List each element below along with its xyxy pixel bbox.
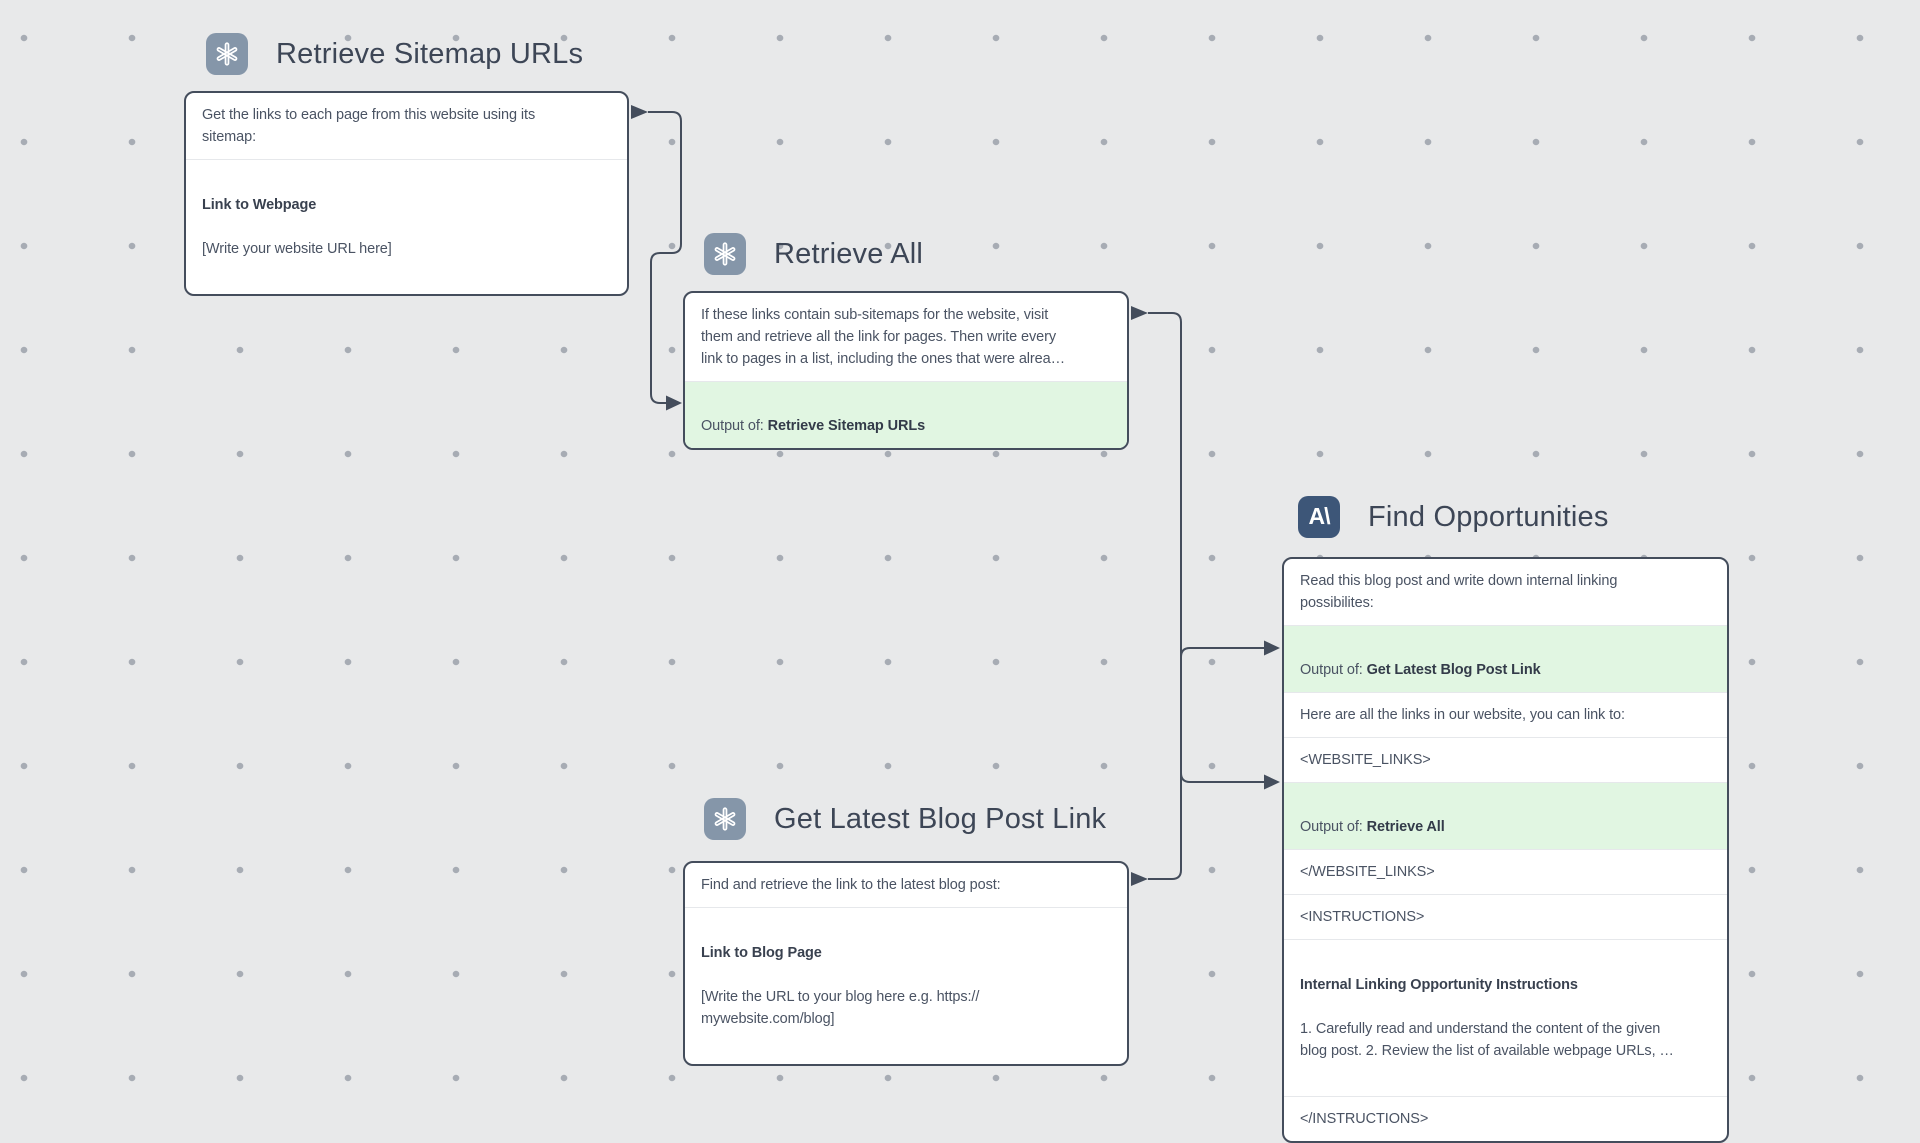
prompt-text-row[interactable]: If these links contain sub-sitemaps for … (701, 307, 1065, 367)
node-title[interactable]: Find Opportunities (1368, 500, 1609, 533)
node-header-get-latest-blog-post-link[interactable]: Get Latest Blog Post Link (704, 798, 1106, 840)
instructions-preview[interactable]: 1. Carefully read and understand the con… (1300, 1021, 1674, 1059)
prompt-text-row[interactable]: Read this blog post and write down inter… (1300, 573, 1618, 611)
connector-output-arrow-retrieve-sitemap (631, 105, 648, 119)
output-source-name: Retrieve All (1366, 819, 1445, 835)
input-field-row[interactable]: Link to Webpage [Write your website URL … (186, 159, 627, 294)
openai-logo-icon (206, 33, 248, 75)
node-card-retrieve-all[interactable]: If these links contain sub-sitemaps for … (683, 291, 1129, 450)
output-prefix: Output of: (701, 418, 768, 434)
node-card-get-latest-blog-post-link[interactable]: Find and retrieve the link to the latest… (683, 861, 1129, 1066)
field-label: Link to Webpage (202, 197, 317, 213)
field-placeholder-value[interactable]: [Write the URL to your blog here e.g. ht… (701, 989, 980, 1027)
prompt-text-row[interactable]: Find and retrieve the link to the latest… (701, 877, 1001, 893)
connector-retrieve-sitemap-to-retrieve-all (648, 111, 682, 404)
output-prefix: Output of: (1300, 819, 1367, 835)
field-label: Link to Blog Page (701, 945, 822, 961)
connector-input-arrow-find-opportunities-retrieve-all (1264, 774, 1280, 790)
node-title[interactable]: Get Latest Blog Post Link (774, 802, 1107, 835)
prompt-text-row[interactable]: </INSTRUCTIONS> (1284, 1096, 1727, 1141)
node-card-find-opportunities[interactable]: Read this blog post and write down inter… (1282, 557, 1729, 1143)
connector-input-arrow-find-opportunities-get-latest (1264, 640, 1280, 656)
output-source-name: Get Latest Blog Post Link (1366, 662, 1541, 678)
prompt-text-row[interactable]: <INSTRUCTIONS> (1284, 894, 1727, 939)
node-title[interactable]: Retrieve All (774, 237, 924, 270)
prompt-text-row[interactable]: Here are all the links in our website, y… (1284, 692, 1727, 737)
node-header-retrieve-sitemap-urls[interactable]: Retrieve Sitemap URLs (206, 33, 583, 75)
instructions-block-row[interactable]: Internal Linking Opportunity Instruction… (1284, 939, 1727, 1096)
node-header-find-opportunities[interactable]: A\ Find Opportunities (1298, 496, 1609, 538)
connector-get-latest-to-find-opportunities (1148, 647, 1264, 880)
instructions-title: Internal Linking Opportunity Instruction… (1300, 977, 1578, 993)
openai-logo-icon (704, 233, 746, 275)
connector-output-arrow-retrieve-all (1131, 306, 1148, 320)
node-header-retrieve-all[interactable]: Retrieve All (704, 233, 923, 275)
input-field-row[interactable]: Link to Blog Page [Write the URL to your… (685, 907, 1127, 1064)
anthropic-logo-icon: A\ (1298, 496, 1340, 538)
openai-logo-icon (704, 798, 746, 840)
output-source-name: Retrieve Sitemap URLs (767, 418, 926, 434)
prompt-text-row[interactable]: Get the links to each page from this web… (202, 107, 536, 145)
output-reference-row[interactable]: Output of: Retrieve All (1284, 782, 1727, 849)
connector-output-arrow-get-latest (1131, 872, 1148, 886)
output-prefix: Output of: (1300, 662, 1367, 678)
prompt-text-row[interactable]: </WEBSITE_LINKS> (1284, 849, 1727, 894)
connector-layer (631, 105, 1280, 886)
field-placeholder-value[interactable]: [Write your website URL here] (202, 241, 392, 257)
connector-input-arrow-retrieve-all (666, 395, 682, 411)
output-reference-row[interactable]: Output of: Get Latest Blog Post Link (1284, 625, 1727, 692)
connector-retrieve-all-to-find-opportunities (1148, 312, 1264, 783)
output-reference-row[interactable]: Output of: Retrieve Sitemap URLs (685, 381, 1127, 448)
node-title[interactable]: Retrieve Sitemap URLs (276, 37, 584, 70)
node-card-retrieve-sitemap-urls[interactable]: Get the links to each page from this web… (184, 91, 629, 296)
anthropic-glyph: A\ (1308, 502, 1331, 529)
prompt-text-row[interactable]: <WEBSITE_LINKS> (1284, 737, 1727, 782)
